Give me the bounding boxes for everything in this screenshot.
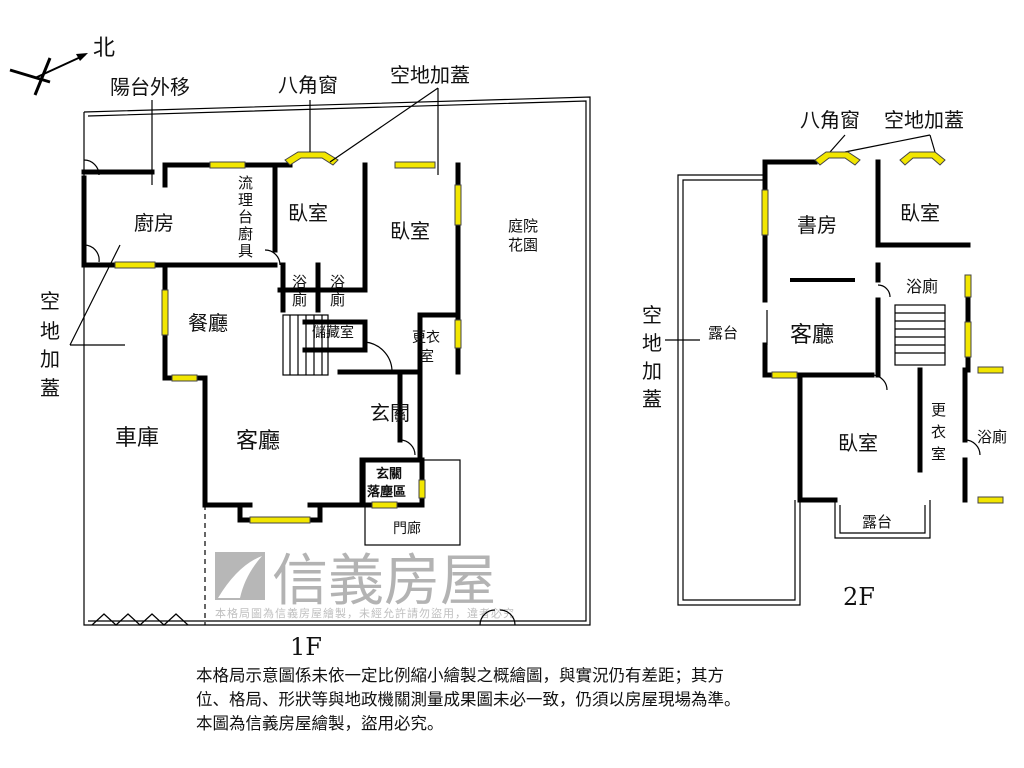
label-vacant-addition-vertical: 空 地 加 蓋 — [642, 303, 662, 411]
room-kitchen: 廚房 — [134, 211, 174, 235]
room-counter: 流 理 台 廚 具 — [238, 174, 253, 260]
svg-text:地: 地 — [642, 331, 662, 355]
room-living-2f: 客廳 — [790, 323, 834, 348]
floor2-terrace — [677, 174, 931, 606]
watermark-brand: 信義房屋 — [272, 549, 496, 614]
floor2-stairs — [894, 304, 946, 366]
svg-text:蓋: 蓋 — [642, 387, 662, 411]
svg-text:理: 理 — [238, 191, 253, 209]
room-living-1f: 客廳 — [236, 429, 280, 454]
north-label: 北 — [93, 36, 115, 61]
svg-text:衣: 衣 — [931, 423, 946, 441]
room-bath-2f-b: 浴廁 — [977, 428, 1007, 446]
floor1-stairs — [282, 314, 329, 376]
room-dining: 餐廳 — [188, 311, 228, 335]
room-storage: 儲藏室 — [312, 324, 354, 341]
svg-text:流: 流 — [238, 174, 253, 192]
svg-text:蓋: 蓋 — [40, 376, 60, 400]
annotation-lines — [69, 87, 936, 346]
room-bath-1f-a-2: 廁 — [292, 291, 307, 309]
porch-outline — [364, 459, 461, 546]
svg-text:台: 台 — [238, 208, 253, 226]
label-vacant-addition-left: 空 地 加 蓋 — [40, 289, 60, 400]
room-terrace-2f: 露台 — [708, 324, 738, 342]
disclaimer: 本格局示意圖係未依一定比例縮小繪製之概繪圖，與實況仍有差距；其方 位、格局、形狀… — [196, 664, 741, 736]
label-bay-window-1f: 八角窗 — [278, 73, 338, 97]
room-bedroom-2f-b: 臥室 — [838, 431, 878, 455]
svg-text:具: 具 — [238, 242, 253, 260]
doors — [83, 159, 981, 456]
windows-1f — [114, 151, 462, 524]
windows-2f — [761, 151, 1004, 504]
svg-text:廚: 廚 — [238, 225, 253, 243]
room-garden-line2: 花園 — [508, 236, 538, 254]
room-foyer-step: 玄關 — [376, 466, 402, 482]
svg-text:更: 更 — [931, 401, 946, 419]
svg-text:空: 空 — [40, 289, 60, 313]
room-closet-1f-2: 室 — [420, 348, 434, 365]
label-bay-window-2f: 八角窗 — [800, 108, 860, 132]
watermark-notice: 本格局圖為信義房屋繪製，未經允許請勿盜用，違者必究 — [215, 606, 515, 620]
room-porch: 門廊 — [393, 520, 421, 537]
disclaimer-line: 本圖為信義房屋繪製，盜用必究。 — [196, 714, 444, 733]
disclaimer-line: 本格局示意圖係未依一定比例縮小繪製之概繪圖，與實況仍有差距；其方 — [196, 666, 724, 685]
floor2-title: 2F — [843, 583, 875, 611]
room-closet-1f: 更衣 — [412, 330, 440, 346]
label-vacant-addition-1f: 空地加蓋 — [390, 63, 470, 87]
room-bath-1f-b-2: 廁 — [330, 291, 345, 309]
svg-text:空: 空 — [642, 303, 662, 327]
svg-text:加: 加 — [642, 359, 662, 383]
room-garage: 車庫 — [115, 426, 159, 451]
room-bedroom-1f-a: 臥室 — [288, 201, 328, 225]
room-closet-2f: 更 衣 室 — [931, 401, 946, 463]
floor1-lot — [83, 96, 591, 626]
label-vacant-addition-2f: 空地加蓋 — [884, 108, 964, 132]
label-balcony-moved: 陽台外移 — [110, 75, 190, 99]
room-foyer: 玄關 — [370, 401, 410, 425]
room-bath-1f-b: 浴 — [330, 273, 345, 291]
room-bath-2f-a: 浴廁 — [906, 277, 938, 296]
room-study: 書房 — [797, 213, 837, 237]
floor1-title: 1F — [290, 633, 322, 661]
north-compass-icon — [9, 53, 88, 96]
room-foyer-step-2: 落塵區 — [367, 484, 406, 500]
room-balcony-2f: 露台 — [862, 513, 892, 531]
disclaimer-line: 位、格局、形狀等與地政機關測量成果圖未必一致，仍須以房屋現場為準。 — [196, 690, 741, 709]
room-garden-line1: 庭院 — [508, 217, 538, 235]
svg-text:室: 室 — [931, 445, 946, 463]
room-bedroom-2f-a: 臥室 — [900, 201, 940, 225]
floor2-walls — [762, 159, 971, 503]
room-bedroom-1f-b: 臥室 — [390, 219, 430, 243]
watermark: 信義房屋 本格局圖為信義房屋繪製，未經允許請勿盜用，違者必究 — [215, 549, 515, 620]
room-bath-1f-a: 浴 — [292, 273, 307, 291]
svg-text:地: 地 — [40, 319, 60, 343]
svg-text:加: 加 — [40, 347, 60, 371]
